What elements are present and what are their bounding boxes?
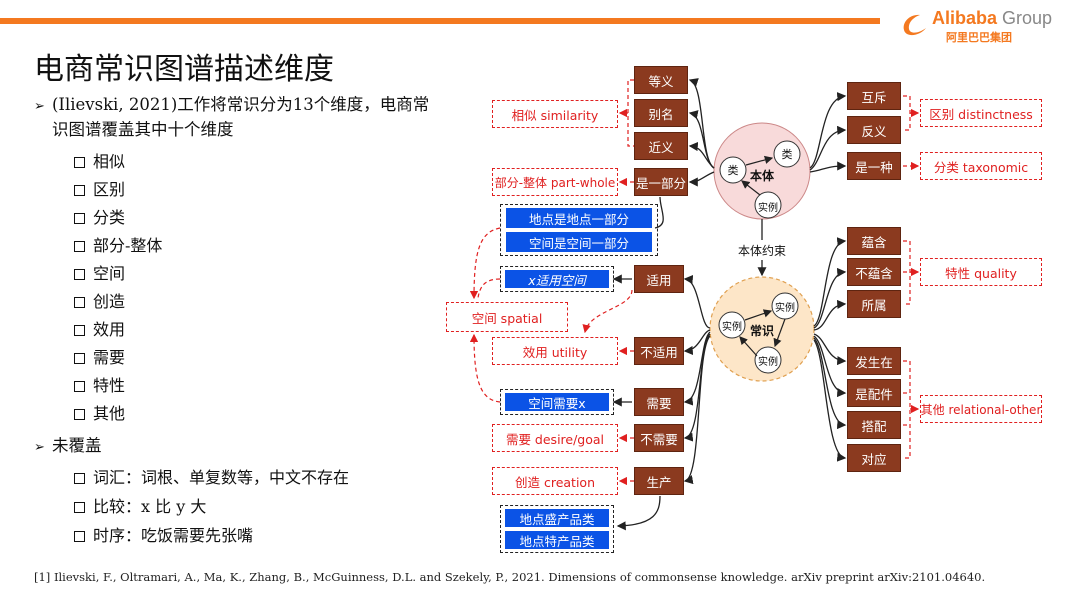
bullet-intro: ➢ (Ilievski, 2021)工作将常识分为13个维度，电商常 [34, 92, 429, 119]
logo-wordmark: Alibaba Group [932, 8, 1053, 28]
relation-box: 等义 [634, 66, 688, 94]
list-item: 时序：吃饭需要先张嘴 [74, 522, 253, 546]
list-item: 创造 [74, 288, 125, 312]
dimension-box: 区别 distinctness [920, 99, 1042, 127]
relation-box: 反义 [847, 116, 901, 144]
relation-box: 是配件 [847, 379, 901, 407]
instance-node: 实例 [758, 202, 778, 214]
checkbox-square-icon [74, 185, 85, 196]
list-item: 其他 [74, 400, 125, 424]
intro-line-1: (Ilievski, 2021)工作将常识分为13个维度，电商常 [52, 95, 430, 114]
relation-box: 需要 [634, 388, 684, 416]
dimension-box: 需要 desire/goal [492, 424, 618, 452]
alibaba-group-logo: Alibaba Group 阿里巴巴集团 [900, 8, 1070, 44]
relation-box: 是一部分 [634, 168, 688, 196]
list-item: 区别 [74, 176, 125, 200]
checkbox-square-icon [74, 297, 85, 308]
example-group-suitable: x适用空间 [500, 266, 614, 292]
ontology-constraint-label: 本体约束 [732, 241, 792, 259]
checkbox-square-icon [74, 157, 85, 168]
arrow-bullet-icon: ➢ [34, 99, 45, 114]
top-accent-bar [0, 18, 880, 24]
example-box: 地点是地点一部分 [506, 208, 652, 228]
relation-box: 互斥 [847, 82, 901, 110]
checkbox-square-icon [74, 269, 85, 280]
dimension-box: 相似 similarity [492, 100, 618, 128]
example-box: 地点特产品类 [505, 531, 609, 549]
list-item: 比较：x 比 y 大 [74, 493, 206, 517]
dimension-box: 分类 taxonomic [920, 152, 1042, 180]
relation-box: 是一种 [847, 152, 901, 180]
checkbox-square-icon [74, 409, 85, 420]
list-item: 词汇：词根、单复数等，中文不存在 [74, 464, 349, 488]
instance-node: 实例 [722, 321, 742, 333]
relation-box: 不适用 [634, 337, 684, 365]
example-box: 空间需要x [505, 393, 609, 411]
example-group-need: 空间需要x [500, 389, 614, 415]
checkbox-square-icon [74, 213, 85, 224]
example-group-part-whole: 地点是地点一部分 空间是空间一部分 [500, 204, 658, 256]
example-box: x适用空间 [505, 270, 609, 288]
page-title: 电商常识图谱描述维度 [34, 52, 334, 87]
instance-node: 实例 [775, 302, 795, 314]
checkbox-square-icon [74, 502, 85, 513]
relation-box: 生产 [634, 467, 684, 495]
checkbox-square-icon [74, 353, 85, 364]
reference-citation: [1] Ilievski, F., Oltramari, A., Ma, K.,… [34, 570, 986, 584]
ontology-label: 本体 [749, 168, 774, 183]
dimension-box: 特性 quality [920, 258, 1042, 286]
relation-box: 蕴含 [847, 227, 901, 255]
dimension-box: 其他 relational-other [920, 395, 1042, 423]
list-item: 部分-整体 [74, 232, 162, 256]
list-item: 效用 [74, 316, 125, 340]
relation-box: 对应 [847, 444, 901, 472]
relation-box: 不需要 [634, 424, 684, 452]
checkbox-square-icon [74, 325, 85, 336]
list-item: 特性 [74, 372, 125, 396]
class-node: 类 [781, 148, 793, 161]
relation-box: 所属 [847, 290, 901, 318]
relation-box: 适用 [634, 265, 684, 293]
relation-box: 搭配 [847, 411, 901, 439]
alibaba-logo-icon [903, 14, 926, 36]
list-item: 空间 [74, 260, 125, 284]
checkbox-square-icon [74, 241, 85, 252]
checkbox-square-icon [74, 473, 85, 484]
instance-node: 实例 [758, 356, 778, 368]
example-group-produce: 地点盛产品类 地点特产品类 [500, 505, 614, 553]
list-item: 相似 [74, 148, 125, 172]
dimension-box: 空间 spatial [446, 302, 568, 332]
arrow-bullet-icon: ➢ [34, 440, 45, 455]
example-box: 空间是空间一部分 [506, 232, 652, 252]
dimension-box: 部分-整体 part-whole [492, 168, 618, 196]
relation-box: 近义 [634, 132, 688, 160]
example-box: 地点盛产品类 [505, 509, 609, 527]
relation-box: 别名 [634, 99, 688, 127]
dimension-box: 效用 utility [492, 337, 618, 365]
relation-box: 不蕴含 [847, 258, 901, 286]
checkbox-square-icon [74, 381, 85, 392]
dimension-box: 创造 creation [492, 467, 618, 495]
class-node: 类 [727, 164, 739, 177]
bullet-uncovered: ➢未覆盖 [34, 433, 102, 460]
commonsense-label: 常识 [749, 323, 774, 338]
relation-box: 发生在 [847, 347, 901, 375]
list-item: 需要 [74, 344, 125, 368]
intro-line-2: 识图谱覆盖其中十个维度 [52, 120, 234, 139]
checkbox-square-icon [74, 531, 85, 542]
logo-chinese: 阿里巴巴集团 [946, 31, 1012, 44]
list-item: 分类 [74, 204, 125, 228]
